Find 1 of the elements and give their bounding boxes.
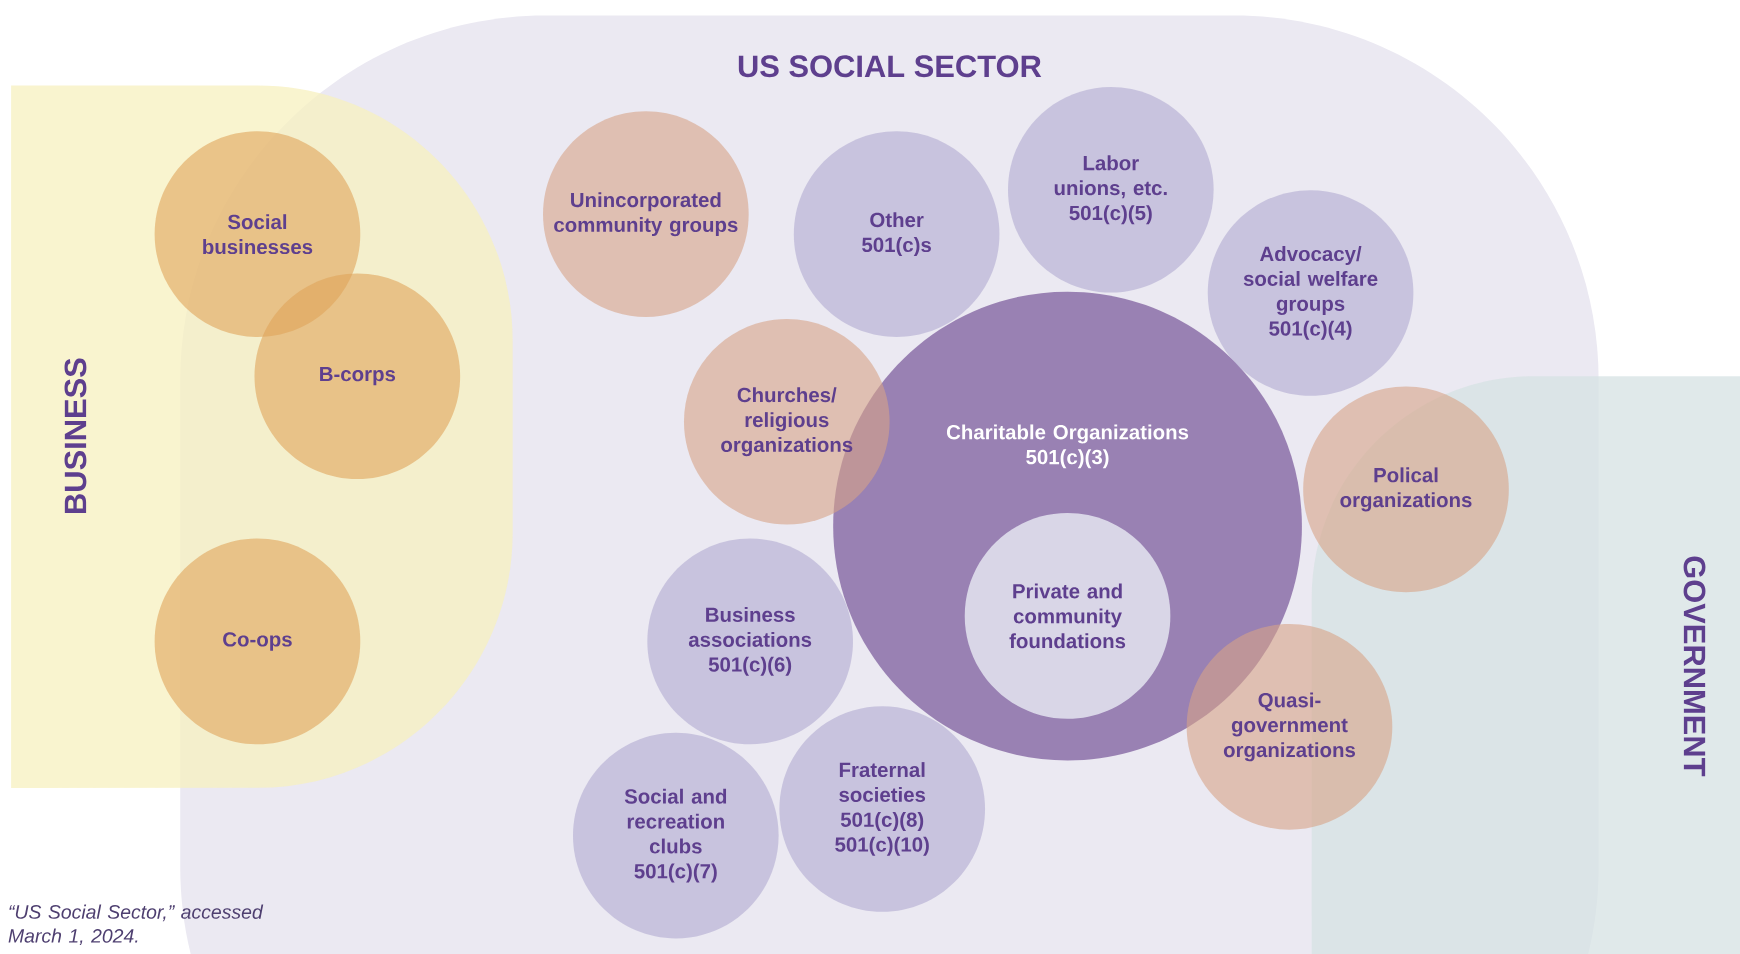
source-caption: “US Social Sector,” accessed March 1, 2024. [8, 904, 264, 946]
